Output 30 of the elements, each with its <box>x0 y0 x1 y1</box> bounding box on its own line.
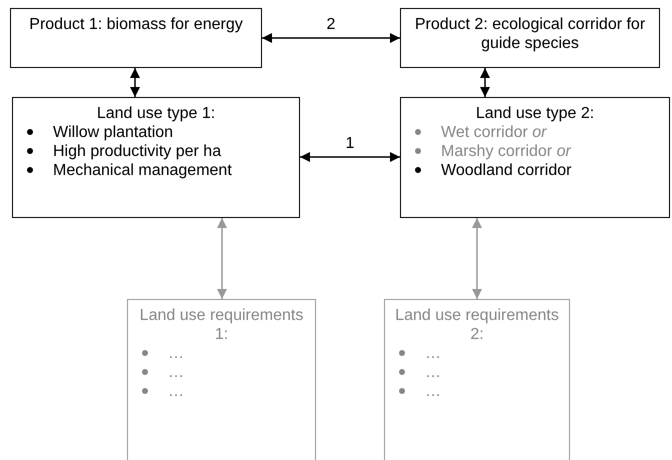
bullet-item: High productivity per ha <box>27 142 293 161</box>
double-arrow <box>300 152 400 162</box>
double-arrow <box>262 33 400 43</box>
box-heading: Land use requirements 2: <box>394 306 560 344</box>
double-arrow <box>217 218 227 299</box>
bullet-item: … <box>399 382 563 401</box>
list-box <box>400 97 670 218</box>
list-box <box>127 299 316 460</box>
double-arrow <box>130 68 140 97</box>
bullet-item: … <box>142 344 309 363</box>
list-box <box>384 299 570 460</box>
bullet-item: … <box>142 363 309 382</box>
bullet-item: Mechanical management <box>27 161 293 180</box>
bullet-item: Willow plantation <box>27 123 293 142</box>
bullet-item: Woodland corridor <box>415 161 663 180</box>
box-heading: Land use type 1: <box>96 104 216 123</box>
double-arrow <box>472 218 482 299</box>
bullet-item: … <box>142 382 309 401</box>
process-box <box>10 8 262 68</box>
bullet-item: … <box>399 363 563 382</box>
box-heading: Land use type 2: <box>476 104 594 123</box>
double-arrow <box>480 68 490 97</box>
process-box <box>400 8 660 68</box>
box-heading: Product 2: ecological corridor for guide species <box>414 15 646 53</box>
list-box <box>12 97 300 218</box>
bullet-item: Wet corridor or <box>415 123 663 142</box>
bullet-item: Marshy corridor or <box>415 142 663 161</box>
box-heading: Land use requirements 1: <box>138 306 304 344</box>
bullet-item: … <box>399 344 563 363</box>
box-heading: Product 1: biomass for energy <box>29 15 243 34</box>
